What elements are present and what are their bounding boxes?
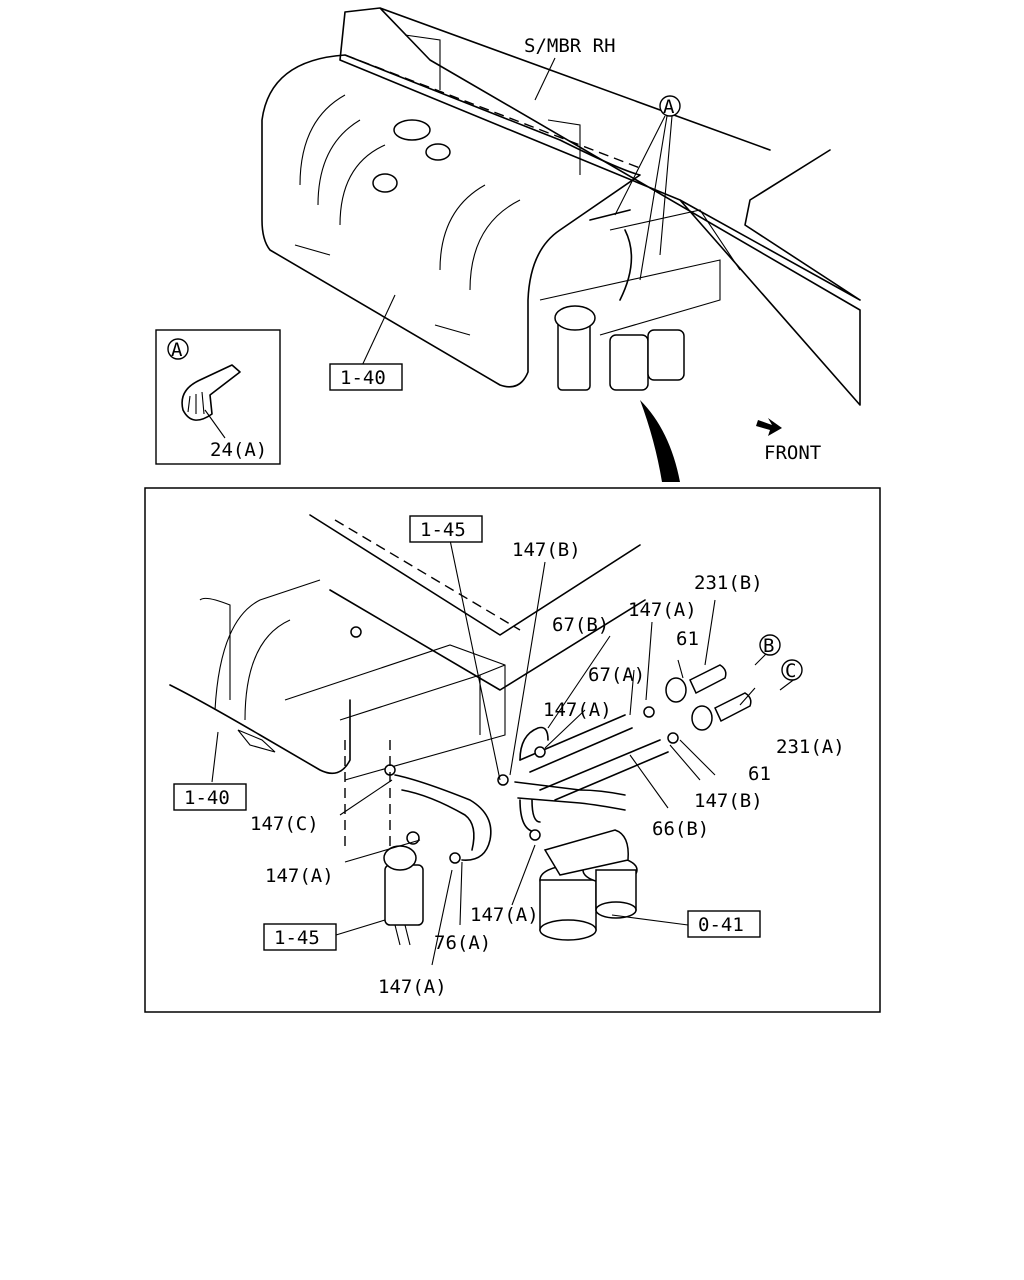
circle-b: B <box>763 635 774 657</box>
hose-67b <box>519 726 549 761</box>
clamp-61-top <box>665 677 687 703</box>
detail-view: 1-45 147(B) 231(B) 147(A) 67(B) 61 B C 6… <box>144 487 881 1013</box>
ref-1-40-detail: 1-40 <box>184 787 230 809</box>
label-147b-2: 147(B) <box>694 790 763 812</box>
label-231b: 231(B) <box>694 572 763 594</box>
label-61-top: 61 <box>676 628 699 650</box>
label-147a-4: 147(A) <box>470 904 539 926</box>
label-231a: 231(A) <box>776 736 845 758</box>
ref-1-45-top: 1-45 <box>420 519 466 541</box>
label-smbr-rh: S/MBR RH <box>524 35 616 57</box>
circle-c: C <box>785 660 796 682</box>
inset-a-letter: A <box>171 339 183 361</box>
hose-76a <box>394 774 492 861</box>
filler-cap <box>393 119 431 141</box>
callout-a: A <box>663 96 675 118</box>
fuel-filter-twin <box>539 829 638 941</box>
top-view: S/MBR RH A 1-40 FRONT <box>261 7 861 482</box>
label-147a-1: 147(A) <box>628 599 697 621</box>
frame-rail <box>339 7 861 406</box>
label-76a: 76(A) <box>434 932 491 954</box>
inset-a: A 24(A) <box>155 329 281 465</box>
label-67b: 67(B) <box>552 614 609 636</box>
label-147a-3: 147(A) <box>265 865 334 887</box>
detail-frame <box>144 487 881 1013</box>
ref-1-45-bottom: 1-45 <box>274 927 320 949</box>
label-147b-top: 147(B) <box>512 539 581 561</box>
fuel-filter-cluster-top <box>539 209 741 391</box>
label-61-bottom: 61 <box>748 763 771 785</box>
label-66b: 66(B) <box>652 818 709 840</box>
clamp-61-bottom <box>691 705 713 731</box>
label-147a-2: 147(A) <box>543 699 612 721</box>
detail-pointer-arrow <box>640 400 680 482</box>
ref-0-41: 0-41 <box>698 914 744 936</box>
label-67a: 67(A) <box>588 664 645 686</box>
inset-part-24a: 24(A) <box>210 439 267 461</box>
hose-231a <box>714 692 752 723</box>
label-147a-5: 147(A) <box>378 976 447 998</box>
hose-231b <box>689 664 727 695</box>
ref-1-40-top: 1-40 <box>340 367 386 389</box>
front-label: FRONT <box>764 442 821 464</box>
fuel-filter-left <box>383 831 424 946</box>
label-147c: 147(C) <box>250 813 319 835</box>
front-arrow-icon <box>756 418 782 436</box>
fuel-tank <box>261 54 641 388</box>
